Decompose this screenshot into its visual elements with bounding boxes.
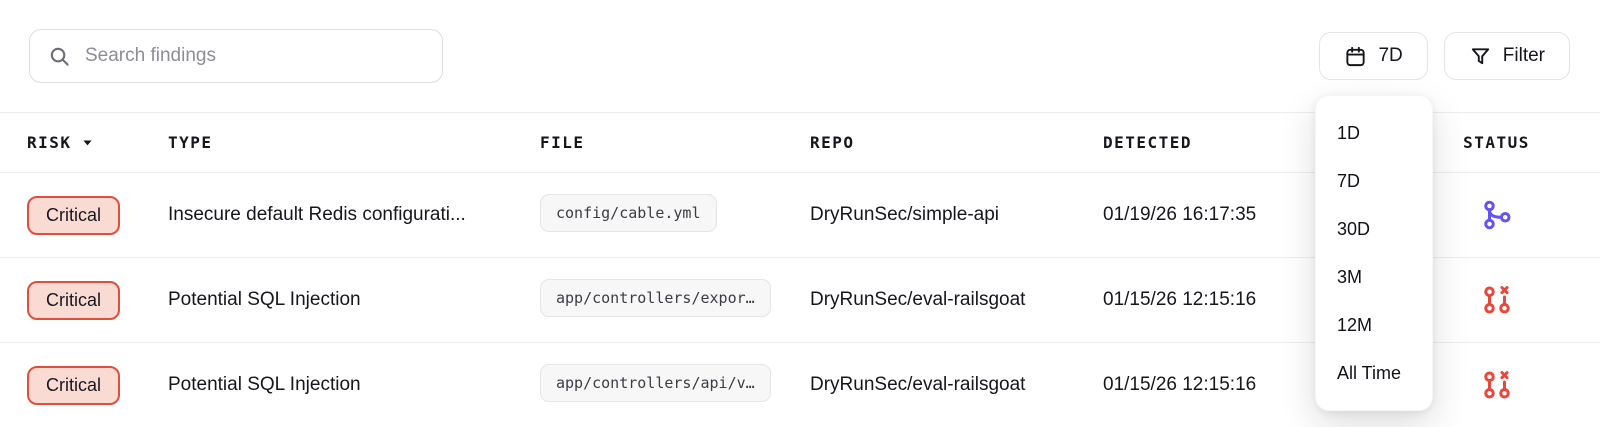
risk-cell: Critical (27, 280, 168, 320)
git-closed-icon[interactable] (1479, 282, 1515, 318)
type-cell: Insecure default Redis configurati... (168, 204, 466, 225)
menu-item-7d[interactable]: 7D (1337, 170, 1361, 191)
file-path-chip: app/controllers/api/v… (540, 363, 771, 402)
menu-item-12m[interactable]: 12M (1337, 314, 1373, 335)
git-branch-icon[interactable] (1479, 197, 1515, 233)
file-cell: app/controllers/expor… (540, 278, 810, 322)
search-icon (48, 45, 71, 68)
column-header-risk[interactable]: RISK (27, 133, 168, 152)
toolbar-actions: 7D Filter (1319, 32, 1570, 80)
detected-cell: 01/15/26 12:15:16 (1103, 289, 1257, 310)
filter-button[interactable]: Filter (1443, 32, 1570, 80)
detected-cell: 01/15/26 12:15:16 (1103, 374, 1257, 395)
git-closed-icon[interactable] (1479, 367, 1515, 403)
date-range-button[interactable]: 7D (1319, 32, 1428, 80)
column-label-risk: RISK (27, 133, 72, 152)
sort-desc-icon (81, 136, 94, 149)
type-cell: Potential SQL Injection (168, 289, 361, 310)
toolbar: 7D Filter (0, 0, 1600, 112)
menu-item-all-time[interactable]: All Time (1337, 362, 1402, 383)
risk-cell: Critical (27, 365, 168, 405)
date-range-menu: 1D 7D 30D 3M 12M All Time (1315, 95, 1433, 411)
risk-badge-critical: Critical (27, 365, 121, 405)
column-header-file: FILE (540, 133, 810, 152)
column-header-repo: REPO (810, 133, 1103, 152)
calendar-icon (1344, 45, 1367, 68)
menu-item-30d[interactable]: 30D (1337, 218, 1371, 239)
risk-badge-critical: Critical (27, 280, 121, 320)
column-header-type: TYPE (168, 133, 540, 152)
menu-item-3m[interactable]: 3M (1337, 266, 1363, 287)
search-input[interactable] (85, 45, 424, 67)
file-cell: config/cable.yml (540, 193, 810, 237)
column-label-type: TYPE (168, 133, 213, 152)
repo-cell: DryRunSec/eval-railsgoat (810, 289, 1026, 310)
file-path-chip: config/cable.yml (540, 193, 717, 232)
column-label-status: STATUS (1463, 133, 1530, 152)
detected-cell: 01/19/26 16:17:35 (1103, 204, 1257, 225)
filter-label: Filter (1502, 45, 1545, 66)
file-cell: app/controllers/api/v… (540, 363, 810, 407)
date-range-label: 7D (1378, 45, 1403, 66)
column-label-detected: DETECTED (1103, 133, 1193, 152)
risk-badge-critical: Critical (27, 195, 121, 235)
risk-cell: Critical (27, 195, 168, 235)
column-header-detected: DETECTED (1103, 133, 1393, 152)
type-cell: Potential SQL Injection (168, 374, 361, 395)
search-input-wrapper[interactable] (29, 29, 443, 83)
filter-icon (1469, 45, 1492, 68)
menu-item-1d[interactable]: 1D (1337, 122, 1361, 143)
file-path-chip: app/controllers/expor… (540, 278, 771, 317)
table-header: RISK TYPE FILE REPO DETECTED STATUS (0, 112, 1600, 173)
column-label-repo: REPO (810, 133, 855, 152)
repo-cell: DryRunSec/eval-railsgoat (810, 374, 1026, 395)
column-header-status: STATUS (1463, 133, 1530, 152)
column-label-file: FILE (540, 133, 585, 152)
repo-cell: DryRunSec/simple-api (810, 204, 1000, 225)
